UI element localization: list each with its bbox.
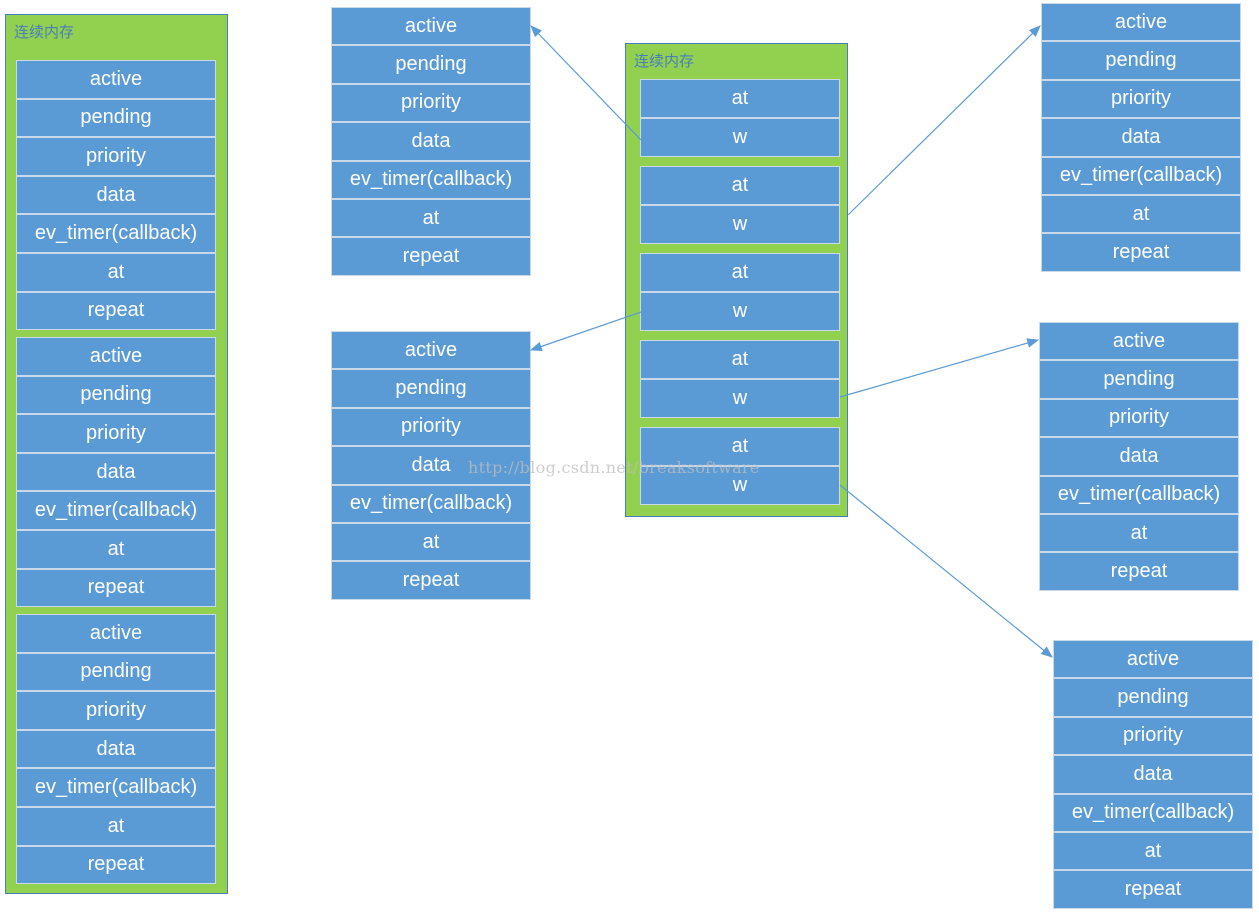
arrow-4	[839, 338, 1040, 398]
pointed-block-1-field: at	[331, 199, 531, 238]
watermark: http://blog.csdn.net/breaksoftware	[468, 458, 760, 477]
left-block-2-field: priority	[16, 414, 216, 453]
left-block-3-field: data	[16, 729, 216, 769]
pointed-block-5-field: pending	[1053, 678, 1253, 717]
left-block-3-field: active	[16, 614, 216, 653]
left-block-3-field: at	[16, 807, 216, 846]
pointed-block-5-field: data	[1053, 755, 1253, 794]
left-block-2-field: active	[16, 337, 216, 376]
left-block-1-field: at	[16, 253, 216, 292]
pointed-block-1-field: data	[331, 122, 531, 161]
pointed-block-3-field: ev_timer(callback)	[1041, 156, 1241, 195]
pointed-block-5-field: active	[1053, 640, 1253, 679]
center-pair-2-at: at	[640, 166, 840, 205]
center-pair-5-w: w	[640, 466, 840, 505]
left-block-2-field: at	[16, 530, 216, 569]
center-pair-1-w: w	[640, 118, 840, 157]
pointed-block-2-field: repeat	[331, 561, 531, 600]
center-pair-4-w: w	[640, 379, 840, 418]
center-pair-3-w: w	[640, 292, 840, 331]
pointed-block-2-field: ev_timer(callback)	[331, 484, 531, 523]
arrow-2	[847, 25, 1041, 216]
pointed-block-2-field: active	[331, 331, 531, 370]
pointed-block-4-field: repeat	[1039, 552, 1239, 591]
pointed-block-1-field: priority	[331, 83, 531, 123]
pointed-block-2-field: pending	[331, 369, 531, 408]
pointed-block-1-field: repeat	[331, 237, 531, 276]
center-pair-4-at: at	[640, 340, 840, 379]
pointed-block-4-field: pending	[1039, 360, 1239, 399]
left-block-1-field: pending	[16, 98, 216, 138]
left-block-1-field: data	[16, 175, 216, 215]
center-pair-1-at: at	[640, 79, 840, 118]
pointed-block-2-field: at	[331, 523, 531, 562]
center-pair-3-at: at	[640, 253, 840, 292]
pointed-block-3-field: at	[1041, 195, 1241, 234]
left-block-2-field: repeat	[16, 568, 216, 608]
center-pair-2-w: w	[640, 205, 840, 244]
pointed-block-1-field: active	[331, 7, 531, 46]
pointed-block-5-field: ev_timer(callback)	[1053, 793, 1253, 832]
pointed-block-5-field: repeat	[1053, 870, 1253, 909]
left-block-1-field: ev_timer(callback)	[16, 214, 216, 253]
pointed-block-3-field: active	[1041, 3, 1241, 42]
left-group-label: 连续内存	[14, 23, 75, 41]
pointed-block-2-field: priority	[331, 407, 531, 447]
pointed-block-3-field: priority	[1041, 79, 1241, 119]
left-block-3-field: pending	[16, 652, 216, 692]
pointed-block-2-field: data	[331, 446, 531, 485]
center-pair-5-at: at	[640, 427, 840, 466]
center-group-label: 连续内存	[634, 52, 695, 70]
pointed-block-4-field: at	[1039, 514, 1239, 553]
left-block-1-field: repeat	[16, 291, 216, 331]
left-block-1-field: priority	[16, 137, 216, 176]
pointed-block-4-field: data	[1039, 437, 1239, 476]
pointed-block-5-field: priority	[1053, 716, 1253, 756]
left-block-3-field: repeat	[16, 845, 216, 885]
left-block-2-field: pending	[16, 375, 216, 415]
left-block-1-field: active	[16, 60, 216, 99]
left-block-2-field: ev_timer(callback)	[16, 491, 216, 530]
pointed-block-4-field: priority	[1039, 398, 1239, 438]
pointed-block-4-field: ev_timer(callback)	[1039, 475, 1239, 514]
pointed-block-3-field: repeat	[1041, 233, 1241, 272]
pointed-block-4-field: active	[1039, 322, 1239, 361]
pointed-block-1-field: ev_timer(callback)	[331, 160, 531, 199]
left-block-3-field: priority	[16, 691, 216, 730]
pointed-block-3-field: pending	[1041, 41, 1241, 80]
arrow-5	[839, 484, 1053, 658]
left-block-2-field: data	[16, 452, 216, 492]
pointed-block-5-field: at	[1053, 832, 1253, 871]
left-block-3-field: ev_timer(callback)	[16, 768, 216, 807]
pointed-block-3-field: data	[1041, 118, 1241, 157]
pointed-block-1-field: pending	[331, 45, 531, 84]
